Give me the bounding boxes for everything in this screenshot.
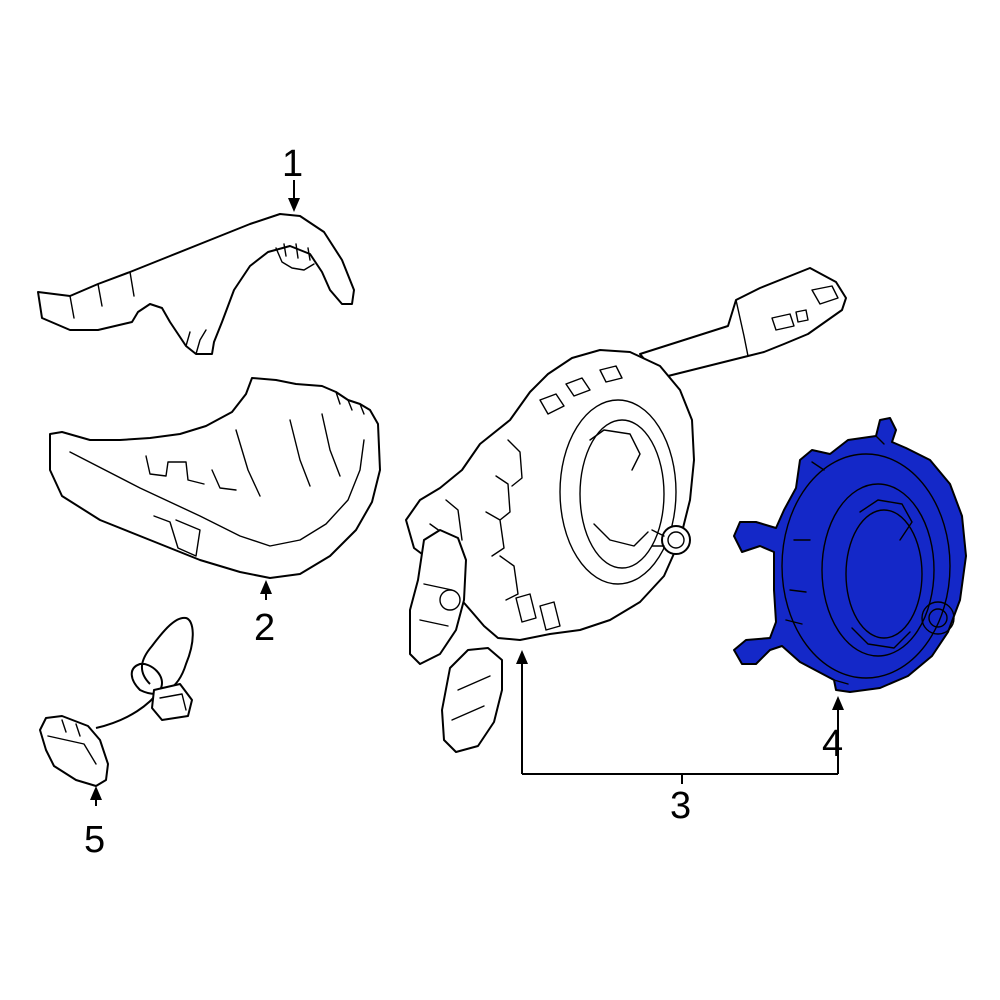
part-2-lower-shroud[interactable] — [49, 377, 381, 579]
part-1-upper-shroud[interactable] — [37, 213, 355, 355]
callout-2: 2 — [254, 607, 275, 649]
callout-4: 4 — [822, 723, 843, 765]
part-4-clock-spring[interactable] — [733, 417, 967, 693]
harness-connector-upper — [151, 683, 193, 721]
part-3-combination-switch[interactable] — [405, 267, 847, 753]
clock-spring-inner-ring — [821, 483, 935, 657]
clock-spring-body — [733, 417, 967, 693]
clock-spring-outer-ring — [781, 453, 951, 679]
harness-connector-lower — [39, 715, 109, 787]
callout-5: 5 — [84, 819, 105, 861]
leader-lines — [90, 180, 844, 806]
callout-3: 3 — [670, 785, 691, 827]
callout-1: 1 — [282, 143, 303, 185]
part-5-wiring-harness[interactable] — [39, 616, 194, 787]
